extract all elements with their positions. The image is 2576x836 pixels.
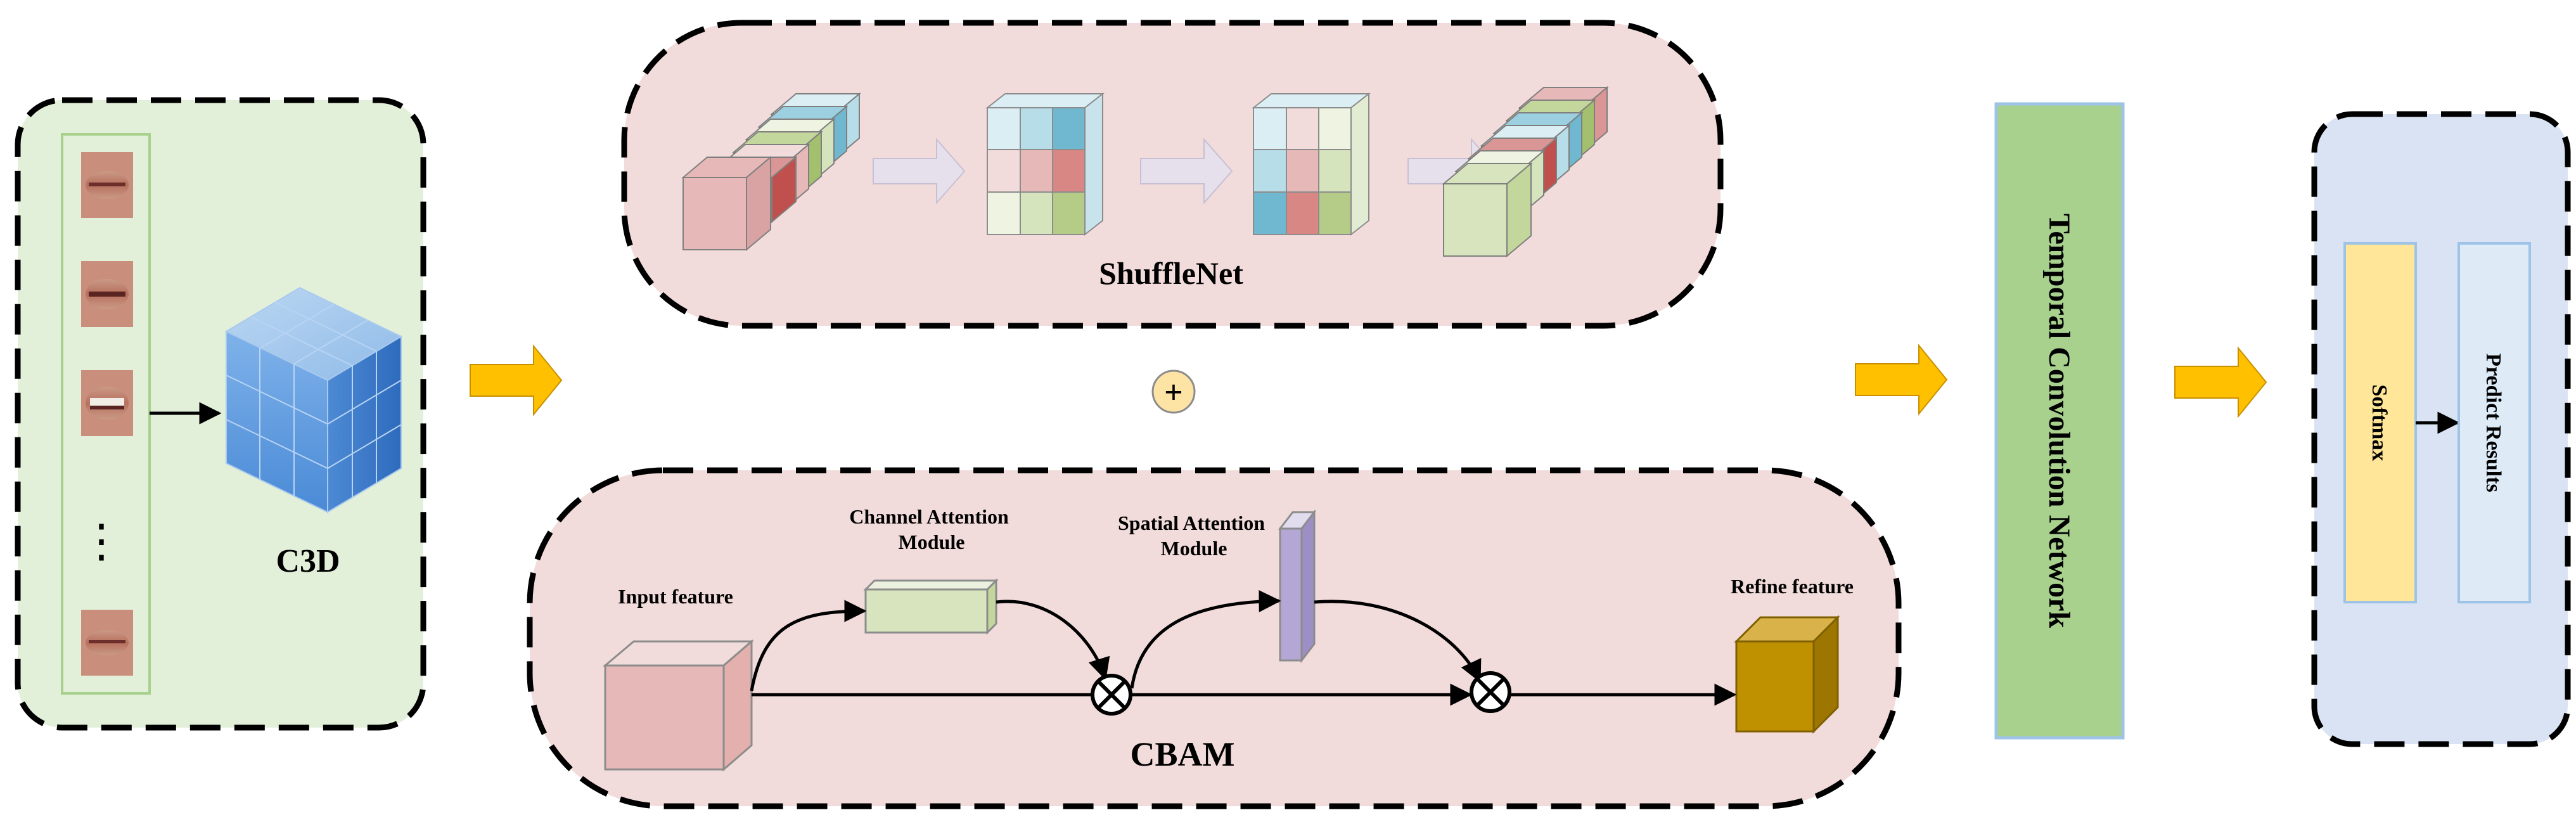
shufflenet-label: ShuffleNet [1099,255,1243,291]
channel-attention-line1: Channel Attention [849,505,1009,528]
multiply-icon-2 [1470,671,1511,713]
c3d-label: C3D [276,543,340,579]
predict-label: Predict Results [2482,353,2505,492]
c3d-panel: ⋮ C3D [15,97,426,731]
plus-symbol: + [1164,375,1183,411]
softmax-label: Softmax [2368,385,2391,461]
cbam-panel: Input feature Channel Attention Module S… [527,467,1902,809]
shuffle-arrow-2 [1140,138,1233,205]
output-panel: Softmax Predict Results [2311,111,2571,747]
tcn-label: Temporal Convolution Network [2042,214,2076,629]
channel-attention-label: Channel Attention Module [849,505,1014,553]
cbam-label: CBAM [1131,735,1235,773]
plus-icon: + [1151,370,1196,414]
spatial-attention-label: Spatial Attention Module [1118,511,1270,560]
lip-frame-2 [81,261,133,327]
arrow-right-icon [470,344,563,416]
lip-frame-3 [81,370,133,436]
softmax-block [2343,242,2417,603]
input-feature-cube [602,639,755,772]
spatial-attention-line2: Module [1161,537,1227,560]
channel-attention-block [863,578,999,635]
lip-frame-4 [81,610,133,676]
channel-attention-line2: Module [899,531,965,553]
input-feature-label: Input feature [618,585,733,608]
lip-frame-1 [81,152,133,218]
feature-stack-input [681,92,861,252]
ellipsis-marker: ⋮ [79,516,124,567]
refine-feature-cube [1734,615,1840,734]
channel-grid-1 [985,92,1105,236]
c3d-cube-icon [224,286,403,513]
spatial-attention-block [1278,509,1317,664]
predict-block [2457,242,2531,603]
cbam-flow-lines [750,589,1737,706]
tcn-block: Temporal Convolution Network [1994,102,2125,740]
refine-feature-label: Refine feature [1731,575,1854,598]
multiply-icon [1091,674,1132,716]
spatial-attention-line1: Spatial Attention [1118,511,1265,534]
shuffle-arrow-1 [873,138,966,205]
feature-stack-output [1442,86,1609,258]
shufflenet-panel: ShuffleNet [621,20,1724,329]
channel-grid-2 [1252,92,1371,236]
arrow-right-icon-3 [2174,346,2267,418]
arrow-right-icon-2 [1855,344,1948,416]
